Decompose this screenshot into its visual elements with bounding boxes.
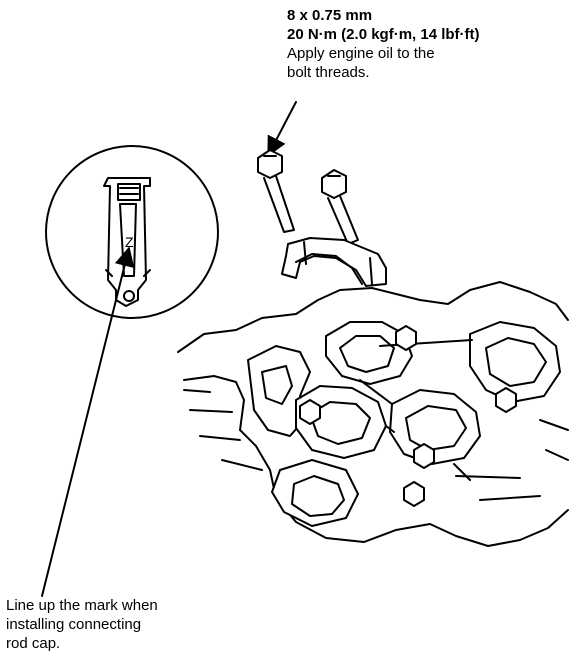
oil-instruction-line2: bolt threads. xyxy=(287,64,370,81)
spec-leader-arrow xyxy=(267,101,297,157)
detail-mark: Z xyxy=(125,234,134,250)
torque-spec: 20 N·m (2.0 kgf·m, 14 lbf·ft) xyxy=(287,26,480,43)
rod-cap-bolt-left xyxy=(257,149,295,233)
note-leader-arrow xyxy=(41,246,135,597)
block-bolts xyxy=(299,325,517,507)
alignment-note-line2: installing connecting xyxy=(6,616,142,633)
alignment-note: Line up the mark when installing connect… xyxy=(6,596,158,653)
crankshaft xyxy=(271,321,561,527)
bolt-spec-callout: 8 x 0.75 mm 20 N·m (2.0 kgf·m, 14 lbf·ft… xyxy=(287,6,480,82)
alignment-note-line3: rod cap. xyxy=(6,635,61,652)
bolt-size: 8 x 0.75 mm xyxy=(287,7,373,24)
detail-magnifier xyxy=(45,145,219,319)
rod-cap-bolt-right xyxy=(321,169,359,245)
engine-detail-lines xyxy=(183,389,569,501)
connecting-rod-cap xyxy=(281,237,387,287)
oil-instruction-line1: Apply engine oil to the xyxy=(287,45,435,62)
alignment-note-line1: Line up the mark when xyxy=(6,597,158,614)
